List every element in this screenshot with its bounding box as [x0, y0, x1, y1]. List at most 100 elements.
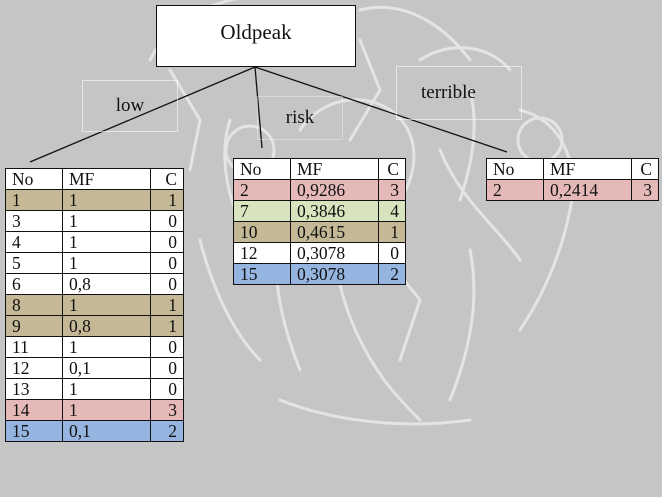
header-c: C	[378, 158, 406, 180]
cell-no: 8	[5, 294, 63, 316]
cell-mf: 1	[62, 294, 151, 316]
cell-c: 0	[150, 210, 184, 232]
cell-mf: 0,3846	[290, 200, 379, 222]
cell-no: 2	[486, 179, 544, 201]
header-mf: MF	[543, 158, 632, 180]
branch-label-low: low	[82, 80, 178, 132]
branch-label-terrible: terrible	[396, 66, 522, 120]
root-node-oldpeak: Oldpeak	[156, 5, 356, 67]
cell-no: 12	[5, 357, 63, 379]
cell-no: 3	[5, 210, 63, 232]
cell-no: 12	[233, 242, 291, 264]
header-c: C	[631, 158, 659, 180]
cell-no: 1	[5, 189, 63, 211]
cell-no: 4	[5, 231, 63, 253]
cell-no: 11	[5, 336, 63, 358]
branch-low-text: low	[115, 95, 145, 116]
cell-no: 6	[5, 273, 63, 295]
table-header-row: No MF C	[233, 158, 406, 180]
edge-low	[29, 66, 256, 163]
cell-c: 1	[150, 189, 184, 211]
edge-terrible	[254, 66, 508, 153]
cell-mf: 0,3078	[290, 263, 379, 285]
cell-c: 3	[631, 179, 659, 201]
cell-c: 3	[150, 399, 184, 421]
header-no: No	[5, 168, 63, 190]
cell-c: 1	[150, 315, 184, 337]
cell-c: 2	[150, 420, 184, 442]
cell-mf: 1	[62, 336, 151, 358]
cell-mf: 1	[62, 210, 151, 232]
cell-c: 4	[378, 200, 406, 222]
cell-no: 15	[233, 263, 291, 285]
cell-mf: 0,1	[62, 357, 151, 379]
cell-no: 14	[5, 399, 63, 421]
branch-label-risk: risk	[257, 96, 343, 140]
cell-mf: 1	[62, 189, 151, 211]
cell-mf: 0,2414	[543, 179, 632, 201]
cell-c: 1	[150, 294, 184, 316]
cell-no: 15	[5, 420, 63, 442]
cell-mf: 0,8	[62, 273, 151, 295]
table-header-row: No MF C	[5, 168, 184, 190]
branch-terrible-text: terrible	[421, 82, 476, 103]
header-mf: MF	[62, 168, 151, 190]
header-mf: MF	[290, 158, 379, 180]
root-node-label: Oldpeak	[220, 19, 292, 44]
cell-mf: 1	[62, 399, 151, 421]
cell-c: 0	[150, 273, 184, 295]
header-no: No	[486, 158, 544, 180]
cell-c: 2	[378, 263, 406, 285]
cell-mf: 1	[62, 231, 151, 253]
cell-no: 5	[5, 252, 63, 274]
cell-c: 0	[150, 336, 184, 358]
cell-no: 10	[233, 221, 291, 243]
cell-mf: 0,1	[62, 420, 151, 442]
cell-mf: 0,9286	[290, 179, 379, 201]
cell-c: 0	[378, 242, 406, 264]
cell-mf: 0,3078	[290, 242, 379, 264]
cell-c: 0	[150, 378, 184, 400]
cell-c: 1	[378, 221, 406, 243]
header-no: No	[233, 158, 291, 180]
edge-risk	[254, 66, 263, 149]
cell-mf: 1	[62, 378, 151, 400]
cell-no: 13	[5, 378, 63, 400]
cell-c: 3	[378, 179, 406, 201]
cell-mf: 1	[62, 252, 151, 274]
cell-no: 9	[5, 315, 63, 337]
header-c: C	[150, 168, 184, 190]
cell-c: 0	[150, 357, 184, 379]
table-header-row: No MF C	[486, 158, 659, 180]
cell-no: 2	[233, 179, 291, 201]
cell-c: 0	[150, 252, 184, 274]
cell-no: 7	[233, 200, 291, 222]
cell-mf: 0,4615	[290, 221, 379, 243]
cell-c: 0	[150, 231, 184, 253]
